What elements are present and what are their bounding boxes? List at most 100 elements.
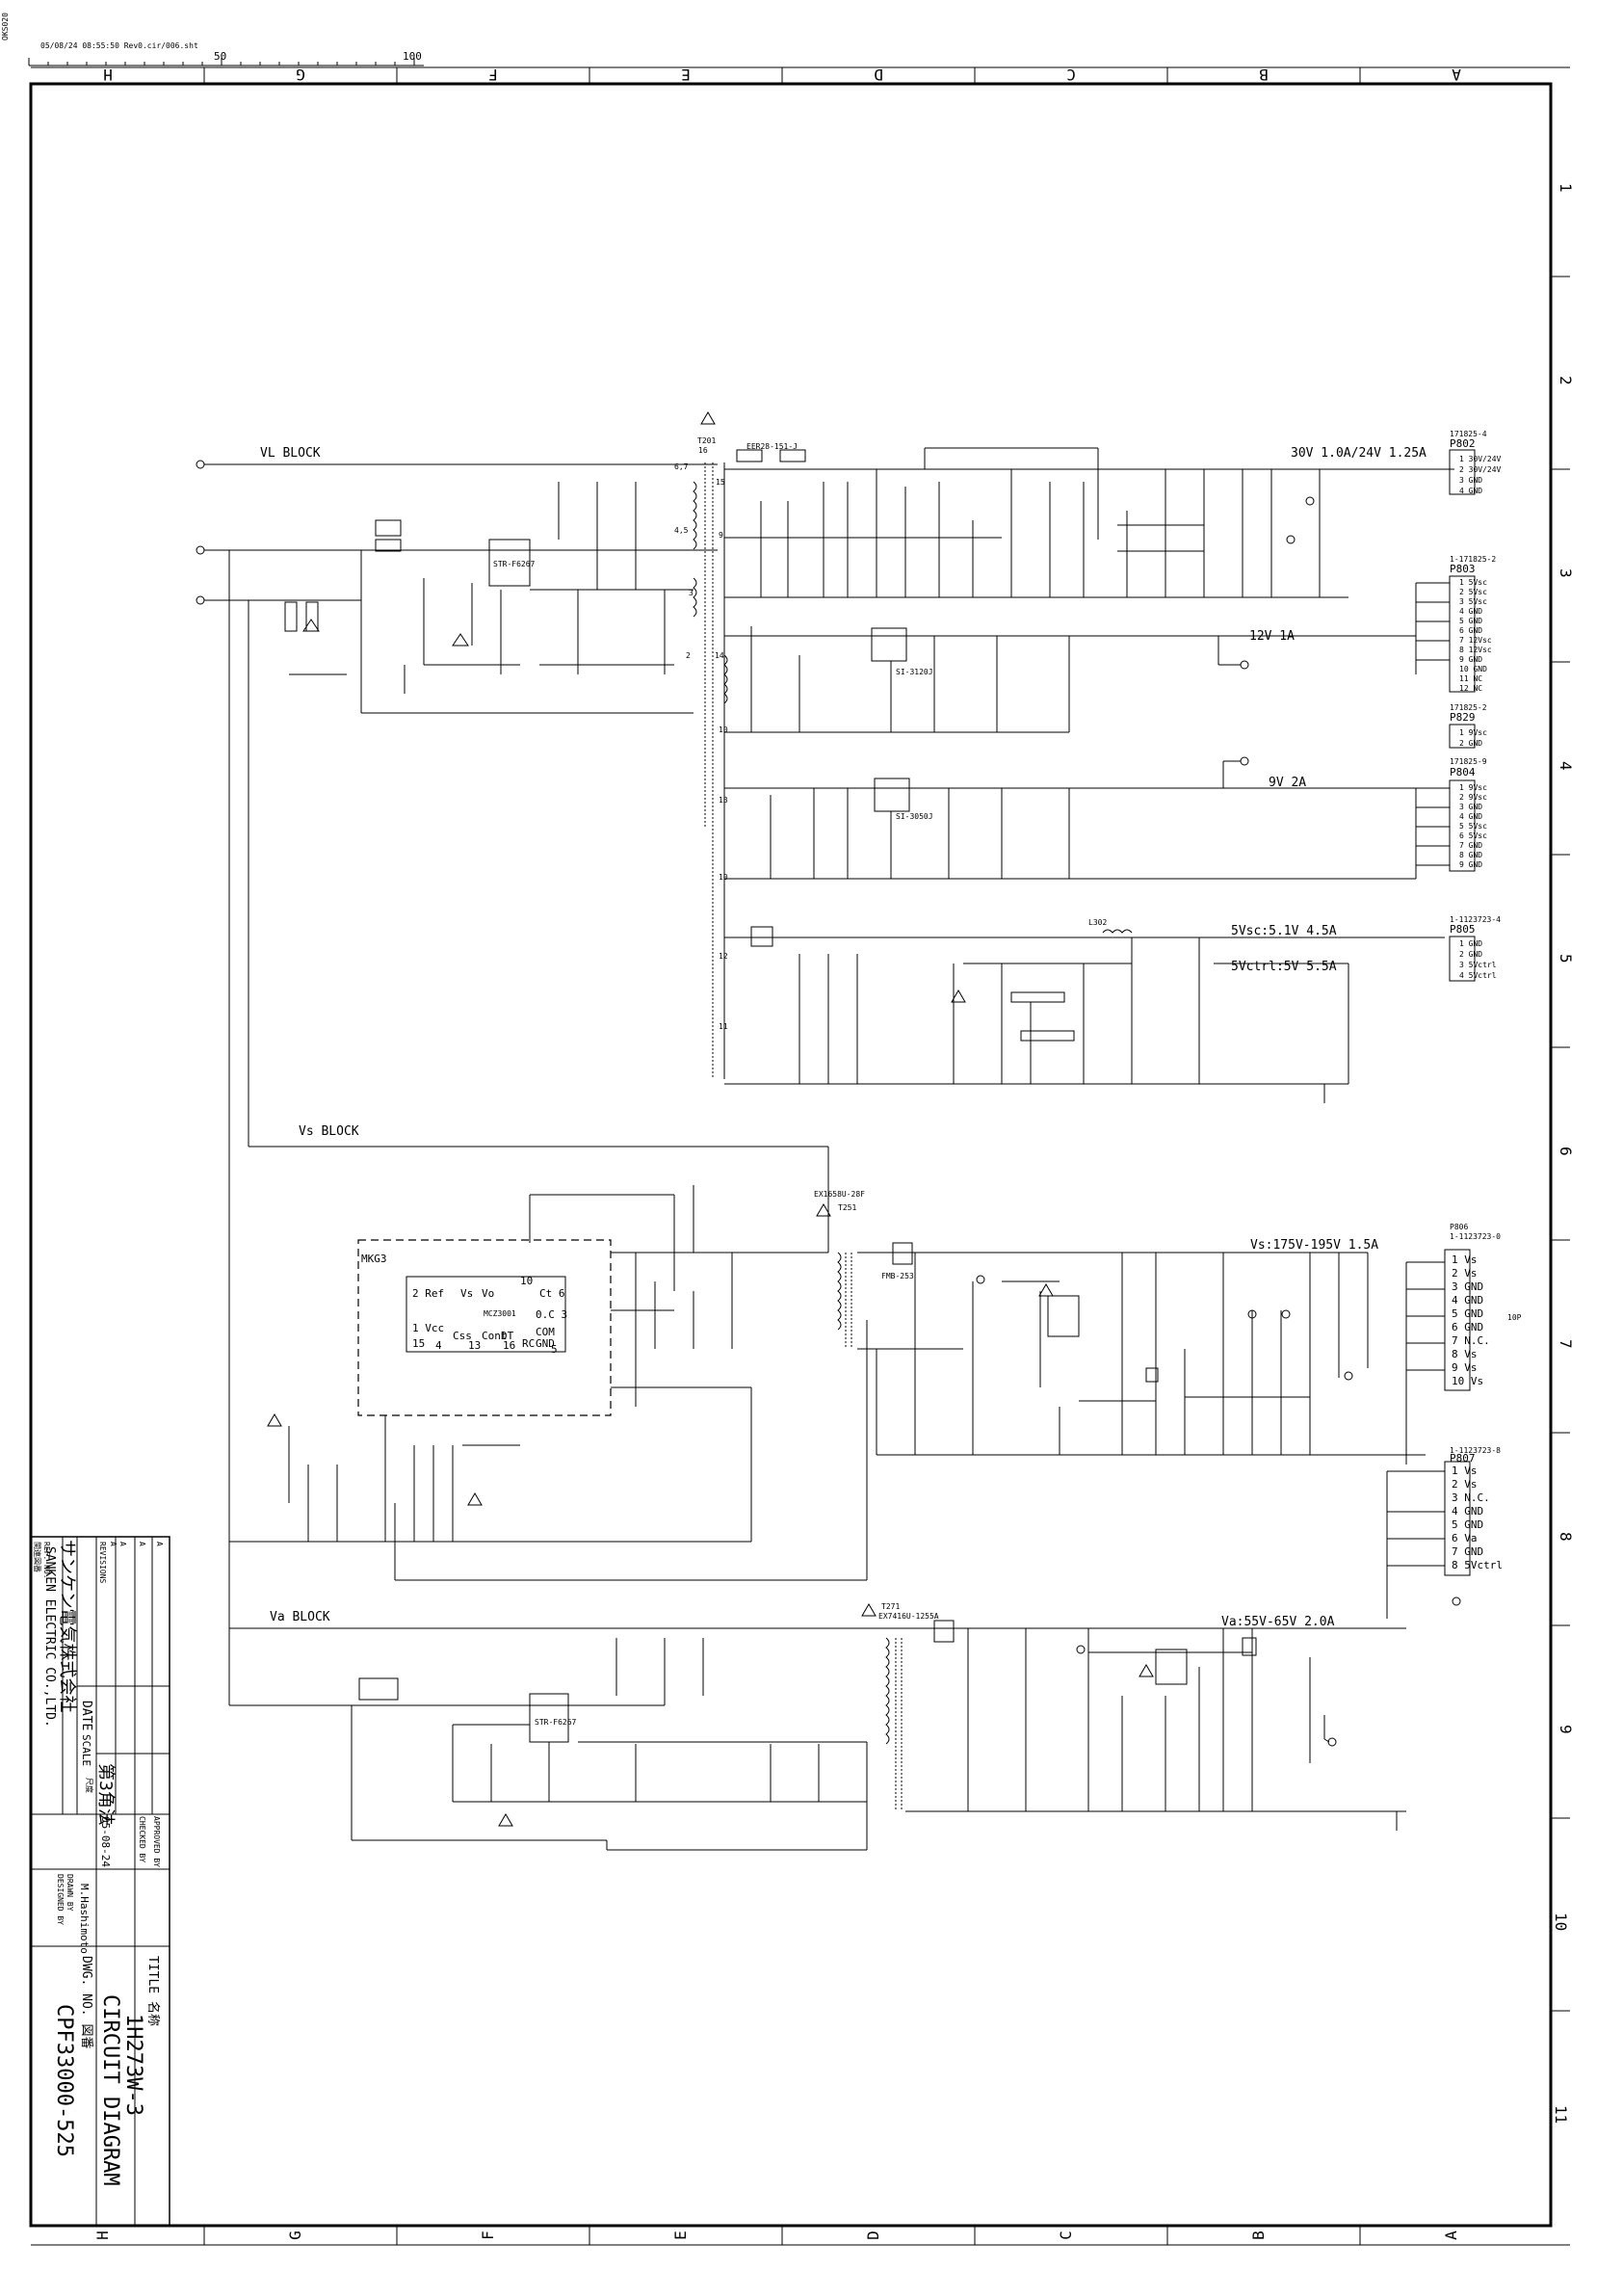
svg-text:P802: P802 bbox=[1450, 437, 1476, 450]
connector-p807: 1-1123723-8 P807 1 Vs 2 Vs 3 N.C. 4 GND … bbox=[1386, 1446, 1503, 1619]
svg-text:8 GND: 8 GND bbox=[1459, 851, 1482, 859]
svg-text:SANKEN ELECTRIC CO.,LTD.: SANKEN ELECTRIC CO.,LTD. bbox=[42, 1546, 57, 1728]
output-5v-section: L302 5Vsc:5.1V 4.5A 5Vctrl:5V 5.5A bbox=[724, 918, 1445, 1103]
svg-text:A: A bbox=[1452, 66, 1461, 84]
svg-text:H: H bbox=[93, 2230, 112, 2240]
svg-text:第3角法: 第3角法 bbox=[95, 1763, 116, 1826]
svg-text:B: B bbox=[1249, 2230, 1268, 2240]
warning-triangle-icon bbox=[700, 411, 716, 425]
ic201-part: STR-F6267 bbox=[493, 560, 536, 568]
svg-text:1 5Vsc: 1 5Vsc bbox=[1459, 578, 1487, 587]
svg-text:8 12Vsc: 8 12Vsc bbox=[1459, 646, 1492, 654]
svg-text:5 GND: 5 GND bbox=[1452, 1307, 1483, 1320]
svg-text:Ct 6: Ct 6 bbox=[539, 1287, 565, 1300]
warning-triangle-icon bbox=[1139, 1664, 1154, 1677]
scale-mark-100: 100 bbox=[403, 50, 422, 63]
svg-text:1 Vcc: 1 Vcc bbox=[412, 1322, 444, 1334]
warning-triangle-icon bbox=[467, 1492, 483, 1506]
svg-text:MCZ3001: MCZ3001 bbox=[484, 1309, 516, 1318]
svg-text:2 Ref: 2 Ref bbox=[412, 1287, 444, 1300]
output-30v-section: 30V 1.0A/24V 1.25A bbox=[724, 446, 1454, 598]
svg-text:DRAWN BY: DRAWN BY bbox=[65, 1874, 74, 1912]
svg-text:Vs: Vs bbox=[460, 1287, 473, 1300]
svg-text:4 GND: 4 GND bbox=[1459, 812, 1482, 821]
svg-text:171825-2: 171825-2 bbox=[1450, 703, 1487, 712]
svg-text:2 5Vsc: 2 5Vsc bbox=[1459, 588, 1487, 596]
t271-transformer: T271 EX7416U-1255A bbox=[861, 1602, 1406, 1812]
output-9v-section: SI-3050J 9V 2A bbox=[724, 756, 1416, 880]
svg-text:12: 12 bbox=[719, 952, 728, 961]
svg-text:A: A bbox=[155, 1542, 164, 1546]
warning-triangle-icon bbox=[498, 1813, 513, 1827]
svg-text:10: 10 bbox=[719, 873, 728, 882]
svg-text:H: H bbox=[103, 66, 113, 84]
warning-triangle-icon bbox=[1038, 1283, 1054, 1297]
svg-text:COM: COM bbox=[536, 1326, 555, 1338]
svg-text:F: F bbox=[488, 66, 498, 84]
vl-block: VL BLOCK STR-F6267 bbox=[196, 446, 718, 1542]
svg-text:RC: RC bbox=[522, 1337, 535, 1350]
svg-text:13: 13 bbox=[468, 1339, 481, 1352]
svg-text:1 9Vsc: 1 9Vsc bbox=[1459, 783, 1487, 792]
svg-text:14: 14 bbox=[715, 651, 724, 660]
svg-text:0.C 3: 0.C 3 bbox=[536, 1308, 567, 1321]
svg-text:6 GND: 6 GND bbox=[1452, 1321, 1483, 1333]
svg-text:サンケン電気株式会社: サンケン電気株式会社 bbox=[57, 1540, 77, 1712]
svg-text:G: G bbox=[296, 66, 305, 84]
svg-text:B: B bbox=[1259, 66, 1269, 84]
svg-text:D: D bbox=[874, 66, 883, 84]
svg-text:1 30V/24V: 1 30V/24V bbox=[1459, 455, 1502, 463]
connector-p805: 1-1123723-4 P805 1 GND 2 GND 3 5Vctrl 4 … bbox=[1449, 915, 1501, 982]
svg-text:13: 13 bbox=[719, 796, 728, 805]
svg-text:10: 10 bbox=[719, 726, 728, 734]
svg-text:6,7: 6,7 bbox=[674, 462, 689, 471]
q-12v-regulator bbox=[871, 627, 907, 662]
svg-text:16: 16 bbox=[698, 446, 708, 455]
svg-text:A: A bbox=[138, 1542, 146, 1546]
svg-text:C: C bbox=[1057, 2230, 1075, 2240]
svg-text:10: 10 bbox=[1552, 1913, 1570, 1931]
va-block-label: Va BLOCK bbox=[270, 1610, 330, 1624]
svg-text:5 5Vsc: 5 5Vsc bbox=[1459, 822, 1487, 831]
node-a bbox=[196, 460, 205, 469]
q-9v-regulator bbox=[874, 778, 910, 812]
t251-transformer: EX1658U-28F T251 FMB-253 bbox=[814, 1190, 1426, 1456]
r-vl-1 bbox=[375, 519, 402, 537]
vl-block-label: VL BLOCK bbox=[260, 446, 321, 461]
scale-mark-50: 50 bbox=[214, 50, 226, 63]
svg-text:3 GND: 3 GND bbox=[1452, 1280, 1483, 1293]
warning-triangle-icon bbox=[861, 1603, 877, 1617]
svg-text:CHECKED BY: CHECKED BY bbox=[138, 1816, 146, 1862]
svg-text:EX7416U-1255A: EX7416U-1255A bbox=[878, 1612, 939, 1621]
rail-vs-label: Vs:175V-195V 1.5A bbox=[1250, 1238, 1378, 1253]
svg-text:3 GND: 3 GND bbox=[1459, 476, 1482, 485]
svg-text:1-171825-2: 1-171825-2 bbox=[1450, 555, 1496, 564]
svg-text:SCALE: SCALE bbox=[80, 1734, 92, 1766]
svg-text:7 12Vsc: 7 12Vsc bbox=[1459, 636, 1492, 645]
svg-text:10P: 10P bbox=[1507, 1313, 1522, 1322]
svg-text:7 N.C.: 7 N.C. bbox=[1452, 1334, 1490, 1347]
svg-text:1 GND: 1 GND bbox=[1459, 939, 1482, 948]
connector-p803: 1-171825-2 P803 1 5Vsc 2 5Vsc 3 5Vsc 4 G… bbox=[1415, 555, 1496, 693]
svg-text:A: A bbox=[109, 1542, 118, 1546]
svg-text:尺度: 尺度 bbox=[85, 1778, 94, 1793]
svg-text:G: G bbox=[286, 2230, 304, 2240]
row-labels-right: 1 2 3 4 5 6 7 8 9 10 11 bbox=[1551, 183, 1575, 2124]
svg-text:1 9Vsc: 1 9Vsc bbox=[1459, 728, 1487, 737]
svg-text:9 Vs: 9 Vs bbox=[1452, 1361, 1478, 1374]
svg-text:P803: P803 bbox=[1450, 563, 1476, 575]
svg-text:9 GND: 9 GND bbox=[1459, 860, 1482, 869]
svg-text:STR-F6267: STR-F6267 bbox=[535, 1718, 577, 1727]
connector-p802: 171825-4 P802 1 30V/24V 2 30V/24V 3 GND … bbox=[1449, 430, 1502, 495]
svg-text:7 GND: 7 GND bbox=[1452, 1545, 1483, 1558]
svg-text:EX1658U-28F: EX1658U-28F bbox=[814, 1190, 865, 1199]
svg-text:5 GND: 5 GND bbox=[1459, 617, 1482, 625]
svg-text:3: 3 bbox=[1557, 568, 1575, 578]
svg-text:9 GND: 9 GND bbox=[1459, 655, 1482, 664]
svg-text:1 Vs: 1 Vs bbox=[1452, 1465, 1478, 1477]
svg-text:C: C bbox=[1066, 66, 1076, 84]
warning-triangle-icon bbox=[267, 1413, 282, 1427]
svg-text:7 GND: 7 GND bbox=[1459, 841, 1482, 850]
svg-text:A: A bbox=[118, 1542, 127, 1546]
